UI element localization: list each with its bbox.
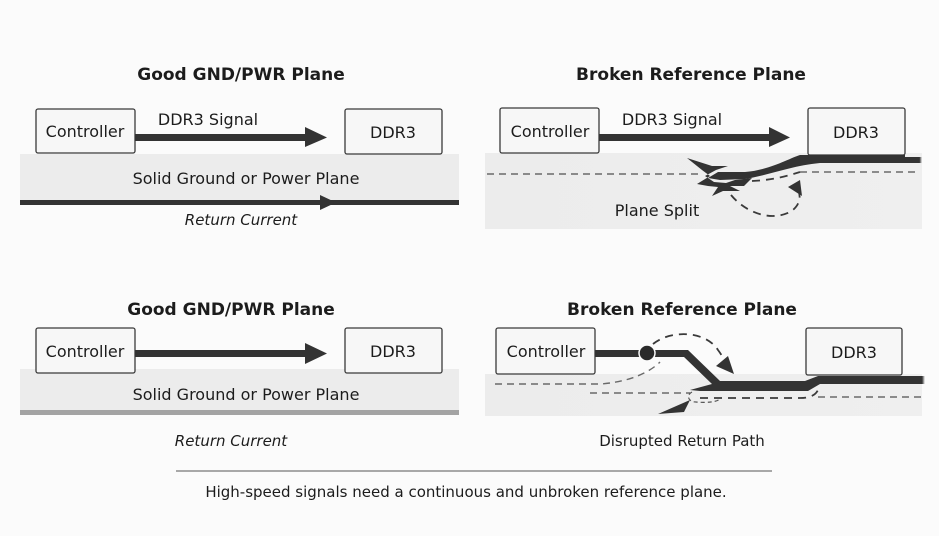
return-current-arrow xyxy=(20,195,459,210)
controller-label: Controller xyxy=(511,122,590,141)
plane-label: Solid Ground or Power Plane xyxy=(133,385,360,404)
signal-label: DDR3 Signal xyxy=(622,110,722,129)
return-detour-path xyxy=(730,187,801,217)
via-icon xyxy=(638,344,656,362)
disrupted-return-path xyxy=(700,389,819,399)
return-current-label: Return Current xyxy=(185,211,299,229)
signal-arrow xyxy=(599,127,790,147)
plane-label: Solid Ground or Power Plane xyxy=(133,169,360,188)
return-loop xyxy=(687,391,721,403)
ddr3-label: DDR3 xyxy=(370,342,416,361)
pointer-arrow xyxy=(658,400,690,414)
panel-bottom-left: Good GND/PWR Plane Solid Ground or Power… xyxy=(20,300,459,450)
controller-label: Controller xyxy=(46,122,125,141)
return-path-dashed xyxy=(751,171,801,182)
ddr3-label: DDR3 xyxy=(370,123,416,142)
panel-top-right: Broken Reference Plane Controller DDR3 D… xyxy=(485,65,922,229)
jump-arrowhead xyxy=(716,356,734,374)
ddr3-box xyxy=(344,108,443,155)
panel-bottom-right: Broken Reference Plane Controller DDR3 D… xyxy=(485,300,925,450)
controller-label: Controller xyxy=(46,342,125,361)
signal-trace xyxy=(595,350,905,391)
return-arrowhead xyxy=(788,180,802,196)
disrupted-label: Disrupted Return Path xyxy=(599,432,765,450)
panel-title: Broken Reference Plane xyxy=(567,300,797,320)
solid-plane xyxy=(20,154,459,202)
signal-arrow xyxy=(135,127,327,147)
plane-split-icon xyxy=(687,158,752,196)
signal-trace-over-split xyxy=(708,155,905,180)
panel-top-left: Good GND/PWR Plane Solid Ground or Power… xyxy=(20,65,459,229)
footer-caption: High-speed signals need a continuous and… xyxy=(205,483,726,501)
ddr3-box xyxy=(344,327,443,374)
trace-fade xyxy=(905,157,922,163)
controller-box xyxy=(499,107,600,154)
signal-label: DDR3 Signal xyxy=(158,110,258,129)
trace-fade xyxy=(905,376,925,384)
plane-bottom-edge xyxy=(20,410,459,415)
return-current-label: Return Current xyxy=(175,432,289,450)
controller-box xyxy=(35,108,136,154)
panel-title: Good GND/PWR Plane xyxy=(137,65,345,85)
ddr3-label: DDR3 xyxy=(833,123,879,142)
panel-title: Good GND/PWR Plane xyxy=(127,300,335,320)
plane-split-label: Plane Split xyxy=(615,201,699,220)
solid-plane xyxy=(20,369,459,411)
ddr3-label: DDR3 xyxy=(831,343,877,362)
controller-label: Controller xyxy=(507,342,586,361)
signal-arrow xyxy=(135,343,327,364)
ddr3-box xyxy=(805,327,903,376)
panel-title: Broken Reference Plane xyxy=(576,65,806,85)
